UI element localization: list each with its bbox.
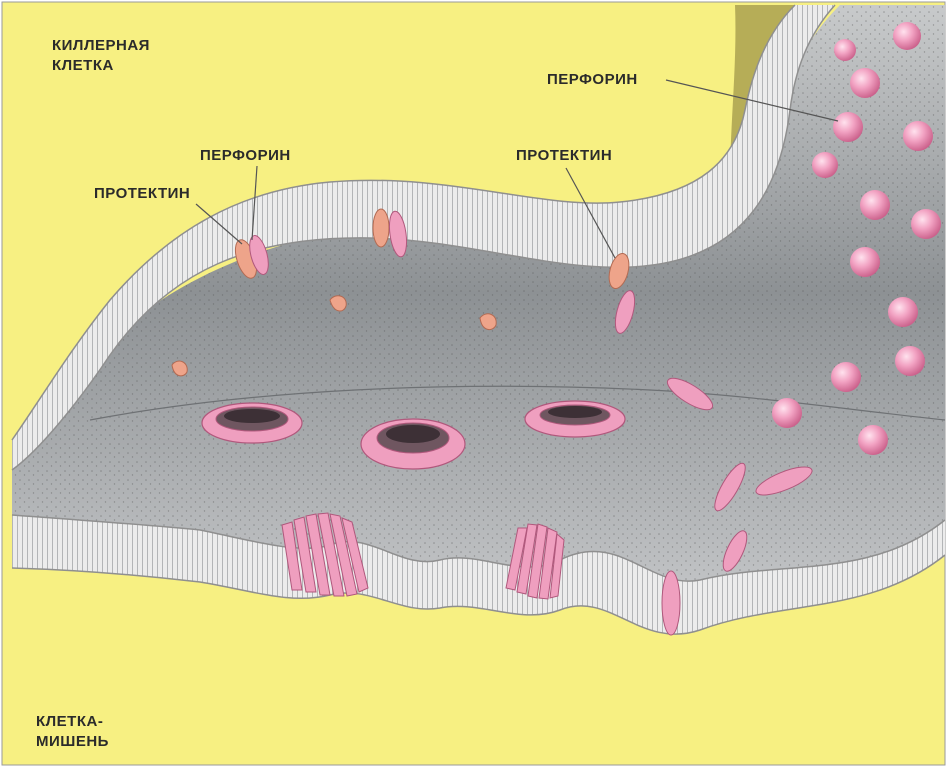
- protectin-molecule: [373, 209, 389, 247]
- killer-cell-label: КИЛЛЕРНАЯ КЛЕТКА: [52, 36, 150, 76]
- killer-cell-label-line-1: КИЛЛЕРНАЯ: [52, 36, 150, 56]
- granule: [858, 425, 888, 455]
- granule: [893, 22, 921, 50]
- target-cell-label-line-2: МИШЕНЬ: [36, 732, 109, 752]
- granule: [812, 152, 838, 178]
- perforin-monomer: [662, 571, 680, 635]
- granule: [831, 362, 861, 392]
- granule: [888, 297, 918, 327]
- killer-cell-label-line-2: КЛЕТКА: [52, 56, 150, 76]
- perforin-pore-ring: [361, 419, 465, 469]
- granule: [911, 209, 941, 239]
- granule: [834, 39, 856, 61]
- protectin-label-right: ПРОТЕКТИН: [516, 146, 612, 166]
- granule: [850, 68, 880, 98]
- perforin-pore-ring: [525, 401, 625, 437]
- perforin-label-right: ПЕРФОРИН: [547, 70, 638, 90]
- granule: [850, 247, 880, 277]
- granule: [895, 346, 925, 376]
- perforin-label-left: ПЕРФОРИН: [200, 146, 291, 166]
- target-cell-label-line-1: КЛЕТКА-: [36, 712, 109, 732]
- protectin-label-left: ПРОТЕКТИН: [94, 184, 190, 204]
- granule: [772, 398, 802, 428]
- granule: [860, 190, 890, 220]
- target-cell-label: КЛЕТКА- МИШЕНЬ: [36, 712, 109, 752]
- granule: [903, 121, 933, 151]
- perforin-pore-ring: [202, 403, 302, 443]
- granule: [833, 112, 863, 142]
